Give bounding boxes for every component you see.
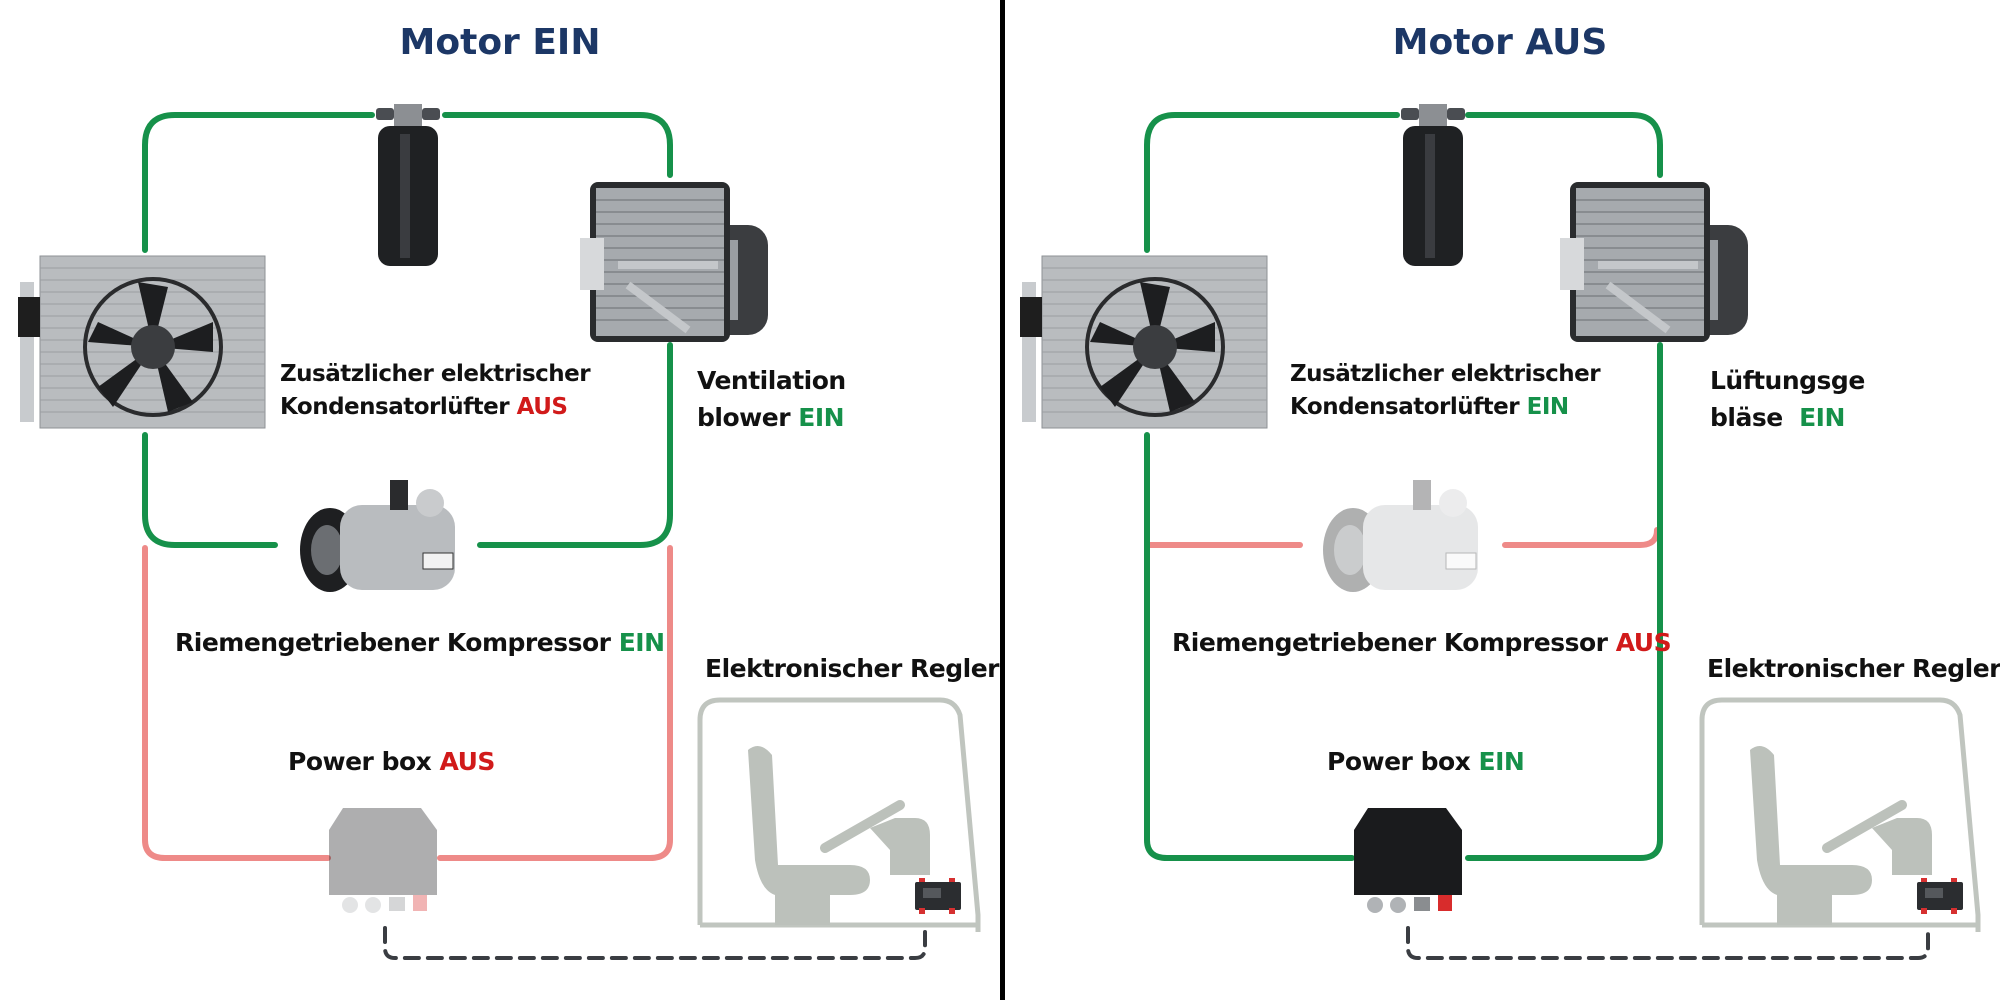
compressor-icon bbox=[1323, 480, 1478, 592]
driver-cab-icon bbox=[748, 746, 930, 925]
power-box-label: Power box AUS bbox=[288, 745, 495, 778]
compressor-status: EIN bbox=[618, 628, 665, 657]
receiver-drier-icon bbox=[376, 104, 440, 266]
signal-wire bbox=[383, 926, 927, 960]
evaporator-blower-icon bbox=[580, 182, 768, 342]
power-box-icon bbox=[329, 808, 437, 913]
circuit-line-compressor-right bbox=[1502, 527, 1660, 548]
blower-label-line2: blower bbox=[697, 403, 791, 432]
cab-outline bbox=[697, 697, 981, 932]
cab-outline bbox=[1699, 697, 1981, 932]
condenser-fan-icon bbox=[18, 255, 266, 429]
panel-title: Motor AUS bbox=[1392, 22, 1608, 63]
circuit-line-powerbox-left bbox=[142, 545, 331, 861]
condenser-fan-icon bbox=[1020, 255, 1268, 429]
circuit-line-powerbox-right bbox=[437, 545, 673, 861]
signal-wire bbox=[1406, 926, 1930, 960]
panel-engine-off: Motor AUS bbox=[1000, 0, 2000, 1000]
blower-status: EIN bbox=[1799, 403, 1845, 432]
circuit-line-top-right bbox=[1465, 112, 1663, 178]
compressor-label-text: Riemengetriebener Kompressor bbox=[1172, 628, 1608, 657]
blower-label-line1: Lüftungsge bbox=[1710, 366, 1865, 395]
compressor-label: Riemengetriebener Kompressor AUS bbox=[1172, 626, 1672, 659]
condenser-fan-label-line2: Kondensatorlüfter bbox=[280, 394, 510, 420]
power-box-status: EIN bbox=[1478, 747, 1525, 776]
compressor-label-text: Riemengetriebener Kompressor bbox=[175, 628, 611, 657]
circuit-line-left-lower bbox=[142, 432, 278, 548]
condenser-fan-status: EIN bbox=[1526, 394, 1570, 420]
condenser-fan-label-line2: Kondensatorlüfter bbox=[1290, 394, 1520, 420]
blower-label-line2: bläse bbox=[1710, 403, 1783, 432]
power-box-icon bbox=[1354, 808, 1462, 913]
controller-label: Elektronischer Regler bbox=[705, 654, 1000, 683]
electronic-controller-icon bbox=[915, 878, 961, 914]
blower-label: Ventilation blower EIN bbox=[697, 362, 846, 436]
circuit-line-top-left bbox=[142, 112, 375, 253]
panel-divider bbox=[1000, 0, 1005, 1000]
panel-title: Motor EIN bbox=[399, 22, 601, 63]
driver-cab-icon bbox=[1750, 746, 1932, 925]
electronic-controller-icon bbox=[1917, 878, 1963, 914]
compressor-status: AUS bbox=[1615, 628, 1672, 657]
panel-engine-on: Motor EIN bbox=[18, 22, 1000, 960]
condenser-fan-label-line1: Zusätzlicher elektrischer bbox=[1290, 361, 1601, 387]
power-box-label: Power box EIN bbox=[1327, 745, 1525, 778]
circuit-line-top-left bbox=[1144, 112, 1400, 253]
condenser-fan-status: AUS bbox=[516, 394, 568, 420]
controller-label: Elektronischer Regler bbox=[1707, 654, 2000, 683]
circuit-line-right-lower bbox=[477, 342, 673, 548]
evaporator-blower-icon bbox=[1560, 182, 1748, 342]
compressor-label: Riemengetriebener Kompressor EIN bbox=[175, 626, 665, 659]
blower-status: EIN bbox=[798, 403, 845, 432]
power-box-label-text: Power box bbox=[288, 747, 432, 776]
circuit-line-left-full bbox=[1144, 432, 1355, 861]
power-box-status: AUS bbox=[439, 747, 496, 776]
compressor-icon bbox=[300, 480, 455, 592]
blower-label: Lüftungsge bläse EIN bbox=[1710, 362, 1865, 436]
condenser-fan-label: Zusätzlicher elektrischer Kondensatorlüf… bbox=[280, 358, 591, 424]
circuit-line-right-full bbox=[1465, 342, 1663, 861]
receiver-drier-icon bbox=[1401, 104, 1465, 266]
circuit-line-top-right bbox=[442, 112, 673, 178]
refrigerant-circuit bbox=[142, 112, 981, 960]
power-box-label-text: Power box bbox=[1327, 747, 1471, 776]
condenser-fan-label: Zusätzlicher elektrischer Kondensatorlüf… bbox=[1290, 358, 1601, 424]
condenser-fan-label-line1: Zusätzlicher elektrischer bbox=[280, 361, 591, 387]
blower-label-line1: Ventilation bbox=[697, 366, 846, 395]
refrigerant-circuit bbox=[1144, 112, 1981, 960]
